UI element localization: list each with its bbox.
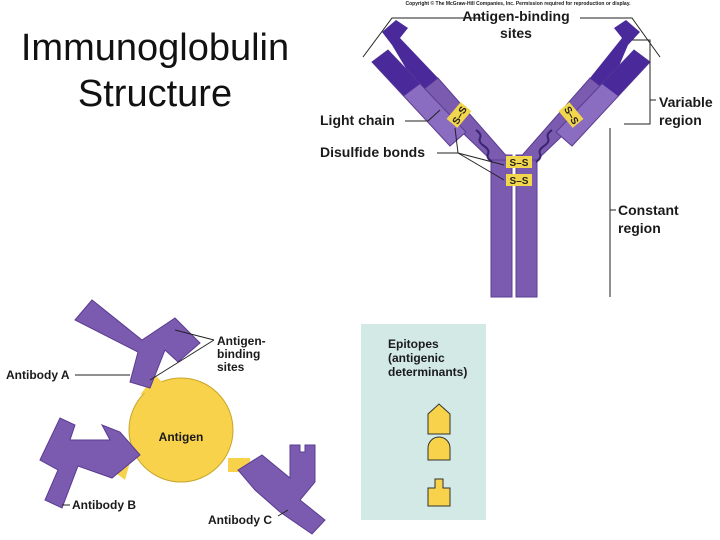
antibody-b-shape [39,417,141,509]
antibody-c-label: Antibody C [208,513,272,527]
light-ss-highlight-right [558,102,584,128]
light-chain-pointer-2 [427,109,441,122]
epitope-rounded [427,436,451,461]
epitopes-label-1: Epitopes [388,337,439,351]
hinge-ss-label-1: S–S [510,158,529,169]
disulfide-pointer-light [454,127,459,154]
disulfide-pointer-hinge-2 [457,152,505,181]
slide-title-line-2: Structure [77,73,233,115]
binding-bracket-right [580,17,661,58]
disulfide-pointer-hinge-1 [457,152,505,166]
epitope-pointed [427,403,451,435]
disulfide-bonds-label: Disulfide bonds [320,144,425,160]
hinge-ss-label-2: S–S [510,176,529,187]
hinge-ss-highlight-2 [506,174,532,186]
antigen-binding-diagram: Antigen Antibody A Antigen- binding site… [6,299,326,535]
hinge-ss-highlight-1 [506,156,532,168]
antibody-structure-diagram: Copyright © The McGraw-Hill Companies, I… [320,0,713,298]
light-chain-label: Light chain [320,112,395,128]
binding-sites-label-1: Antigen- [217,334,266,348]
binding-sites-pointer-1 [174,329,215,341]
epitopes-panel-bg [361,324,486,520]
slide-title: Immunoglobulin Structure [10,25,300,117]
epitopes-label-3: determinants) [388,365,467,379]
constant-region-label-2: region [618,220,661,236]
antibody-c-pointer [277,509,289,517]
binding-sites-label-2: binding [217,347,260,361]
heavy-variable-left [382,20,438,92]
light-variable-left [372,50,420,96]
heavy-variable-right [590,20,640,92]
epitope-notched [427,478,451,507]
epitopes-panel: Epitopes (antigenic determinants) [361,324,486,520]
variable-region-label-1: Variable [659,94,713,110]
binding-sites-label-3: sites [217,360,245,374]
antibody-c-shape [237,444,326,535]
variable-region-label-2: region [659,112,702,128]
light-variable-right [602,50,650,96]
antigen-epitope-a [140,375,165,395]
disulfide-wave-right [535,129,553,163]
antigen-body [128,377,234,483]
light-ss-highlight-left [446,102,472,128]
antigen-binding-label-2: sites [500,25,532,41]
antibody-a-label: Antibody A [6,368,70,382]
binding-bracket-left [362,17,482,58]
binding-sites-pointer-2 [149,339,215,381]
copyright-notice: Copyright © The McGraw-Hill Companies, I… [405,0,631,7]
variable-region-bracket [624,39,651,125]
disulfide-wave-left [475,129,493,163]
constant-region-label-1: Constant [618,202,679,218]
antigen-binding-label-1: Antigen-binding [462,8,569,24]
antibody-b-label: Antibody B [72,498,136,512]
slide-title-line-1: Immunoglobulin [20,27,290,69]
antigen-label: Antigen [159,430,204,444]
epitopes-label-2: (antigenic [388,351,445,365]
